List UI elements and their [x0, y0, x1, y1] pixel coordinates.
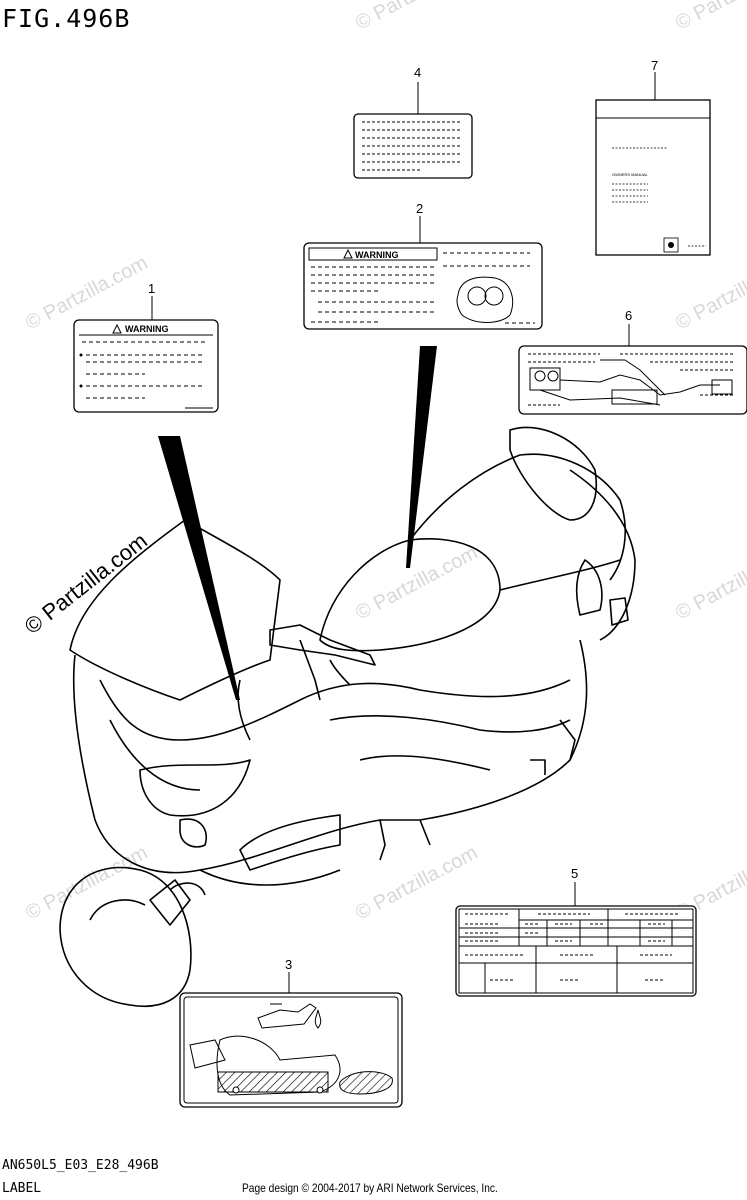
label-6-emission[interactable] [518, 345, 747, 415]
label-1-warning[interactable]: WARNING [73, 319, 219, 413]
model-code: AN650L5_E03_E28_496B [2, 1158, 159, 1173]
label-5-tire-info[interactable] [455, 905, 697, 997]
parts-diagram: © Partzilla.com © Partzilla.com © Partzi… [20, 0, 747, 1108]
callout-6: 6 [625, 308, 632, 323]
callout-7: 7 [651, 58, 658, 73]
watermark: © Partzilla.com [672, 0, 747, 34]
callouts [151, 72, 656, 993]
callout-2: 2 [416, 201, 423, 216]
callout-5: 5 [571, 866, 578, 881]
watermark: © Partzilla.com [352, 0, 481, 34]
watermark: © Partzilla.com [672, 542, 747, 625]
callout-4: 4 [414, 65, 421, 80]
label-1-warning-text: WARNING [125, 324, 169, 334]
owners-manual-title: OWNERS MANUAL [612, 172, 649, 177]
scooter-illustration [59, 426, 636, 1007]
label-2-warning[interactable]: WARNING [303, 242, 543, 330]
watermark: © Partzilla.com [22, 842, 151, 925]
label-4[interactable] [353, 113, 473, 179]
pointer-label-1 [158, 436, 240, 700]
owners-manual[interactable]: OWNERS MANUAL [595, 99, 711, 256]
watermark: © Partzilla.com [352, 542, 481, 625]
watermark-dark: © Partzilla.com [20, 528, 152, 639]
copyright-notice: Page design © 2004-2017 by ARI Network S… [242, 1181, 498, 1195]
label-2-warning-text: WARNING [355, 250, 399, 260]
callout-3: 3 [285, 957, 292, 972]
footer-label: LABEL [2, 1181, 42, 1196]
callout-1: 1 [148, 281, 155, 296]
label-3-oil[interactable] [179, 992, 403, 1108]
pointer-label-2 [406, 346, 437, 568]
figure-title: FIG.496B [2, 4, 131, 33]
watermark: © Partzilla.com [672, 252, 747, 335]
